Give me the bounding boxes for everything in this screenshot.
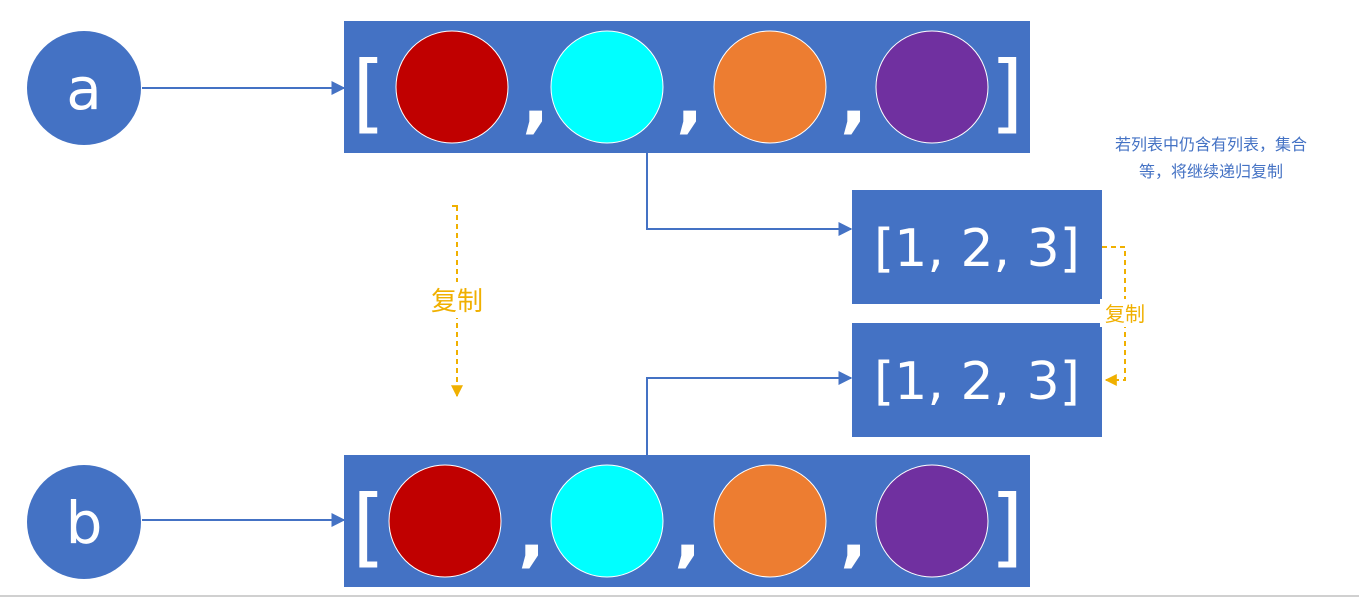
list-b-item-purple xyxy=(875,464,989,578)
inner-list-bottom-text: [1, 2, 3] xyxy=(874,352,1080,412)
variable-b-circle xyxy=(27,465,141,579)
variable-b: b xyxy=(27,465,141,579)
connector-a-to-inner-list xyxy=(646,153,853,236)
list-a-item-orange xyxy=(713,30,827,144)
recursion-note-line2: 等，将继续递归复制 xyxy=(1139,162,1283,181)
connector-b-to-inner-list xyxy=(646,371,853,455)
list-a-comma-2: , xyxy=(676,57,703,141)
inner-list-top-text: [1, 2, 3] xyxy=(874,219,1080,279)
list-b-item-orange xyxy=(713,464,827,578)
variable-a-circle xyxy=(27,31,141,145)
list-b-comma-2: , xyxy=(674,491,701,575)
copy-label-inner: 复制 xyxy=(1105,302,1145,326)
inner-list-top: [1, 2, 3] xyxy=(852,190,1102,304)
copy-label-main: 复制 xyxy=(431,287,483,317)
inner-list-bottom-background xyxy=(852,323,1102,437)
list-a-open-bracket: [ xyxy=(352,43,386,143)
list-a-comma-3: , xyxy=(840,57,867,141)
list-b-comma-3: , xyxy=(840,491,867,575)
list-a-comma-1: , xyxy=(522,57,549,141)
copy-label-inner-bg xyxy=(1100,299,1150,327)
recursion-note-line1: 若列表中仍含有列表，集合 xyxy=(1115,135,1307,154)
list-b-item-cyan xyxy=(550,464,664,578)
list-a-item-cyan xyxy=(550,30,664,144)
list-a-box: [ ] , , , xyxy=(344,21,1030,153)
list-b-close-bracket: ] xyxy=(990,477,1024,577)
copy-arrow-inner xyxy=(1102,246,1126,386)
list-b-item-dark-red xyxy=(388,464,502,578)
list-a-item-purple xyxy=(875,30,989,144)
copy-label-main-bg xyxy=(424,282,490,318)
inner-list-top-background xyxy=(852,190,1102,304)
list-b-open-bracket: [ xyxy=(352,477,386,577)
inner-list-bottom: [1, 2, 3] xyxy=(852,323,1102,437)
list-b-box: [ ] , , , xyxy=(344,455,1030,587)
list-a-item-dark-red xyxy=(395,30,509,144)
variable-a-label: a xyxy=(66,55,102,123)
list-b-comma-1: , xyxy=(518,491,545,575)
variable-a: a xyxy=(27,31,141,145)
variable-b-label: b xyxy=(66,489,103,557)
list-a-close-bracket: ] xyxy=(990,43,1024,143)
